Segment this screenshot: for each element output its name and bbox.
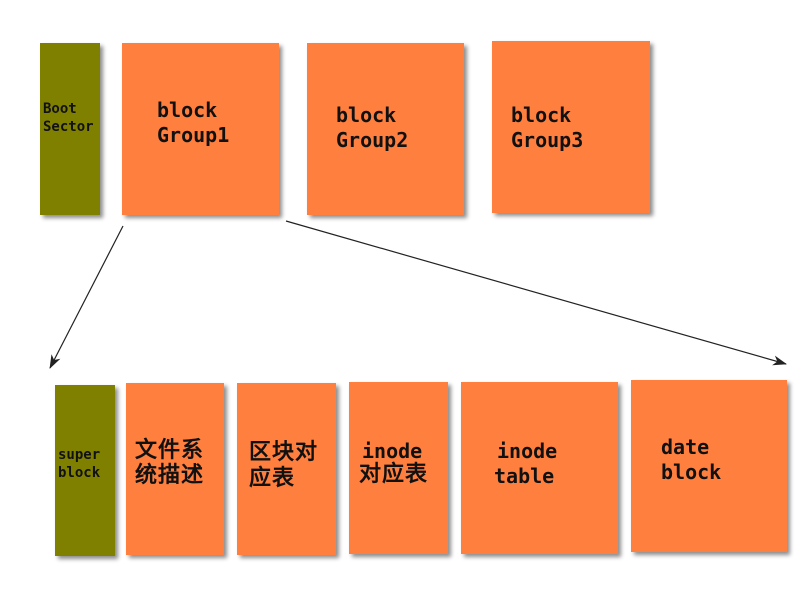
block-group1-box: block Group1 [122,43,279,215]
inode-bitmap-label-line1: inode [362,439,423,463]
block-group3-label-line2: Group3 [511,128,584,152]
filesystem-descriptor-label-line2: 统描述 [135,463,205,488]
arrow-to-super-block [49,225,124,369]
inode-table-label-line2: table [494,464,555,488]
super-block-label-line2: block [58,465,101,481]
block-bitmap-label-line1: 区块对 [249,440,319,465]
filesystem-descriptor-label-line1: 文件系 [135,438,205,463]
block-bitmap-label-line2: 应表 [249,466,296,491]
boot-sector-label-line1: Boot [43,101,77,117]
super-block-box: super block [55,385,115,556]
filesystem-descriptor-box: 文件系 统描述 [126,383,224,555]
block-group1-label-line1: block [157,98,218,122]
arrow-to-data-block [285,220,787,366]
inode-bitmap-box: inode 对应表 [349,382,448,554]
data-block-box: date block [631,380,787,552]
block-bitmap-box: 区块对 应表 [237,383,336,555]
boot-sector-box: Boot Sector [40,43,100,215]
block-group2-label-line2: Group2 [336,128,409,152]
block-group3-label-line1: block [511,103,572,127]
boot-sector-label-line2: Sector [43,119,94,135]
super-block-label-line1: super [58,447,101,463]
block-group1-label-line2: Group1 [157,123,230,147]
block-group3-box: block Group3 [492,41,650,213]
block-group2-box: block Group2 [307,43,464,215]
inode-table-label-line1: inode [497,439,558,463]
data-block-label-line1: date [661,435,710,459]
data-block-label-line2: block [661,460,722,484]
block-group2-label-line1: block [336,103,397,127]
inode-table-box: inode table [461,382,618,554]
inode-bitmap-label-line2: 对应表 [359,462,429,487]
